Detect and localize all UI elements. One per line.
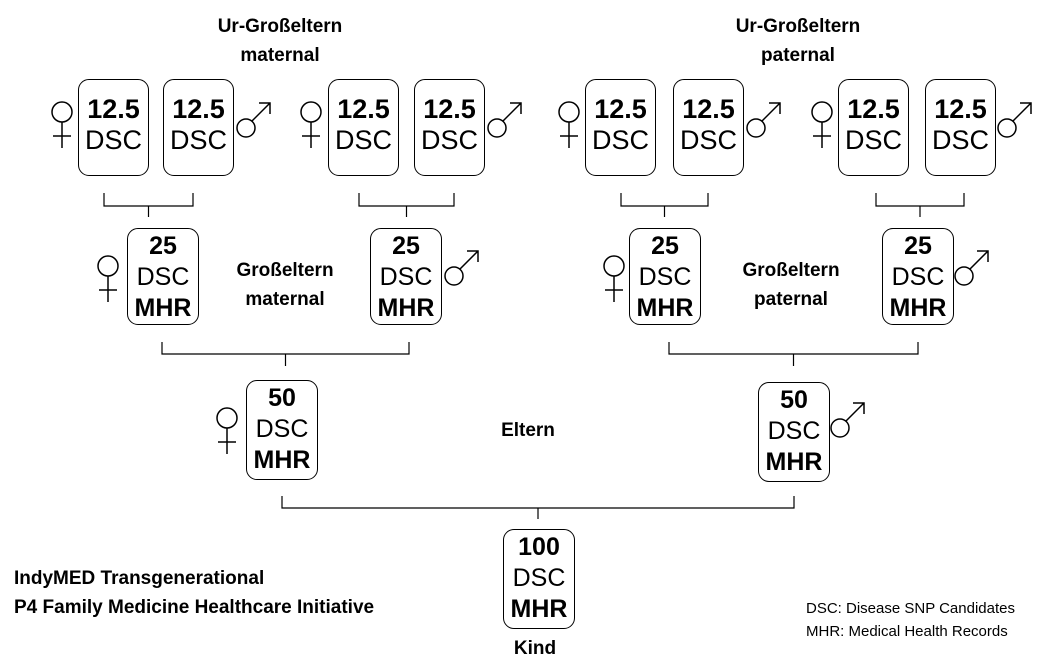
person-box-percent: 50 [268, 384, 296, 412]
parents-title: Eltern [501, 420, 555, 441]
female-symbol-icon [300, 101, 322, 148]
initiative-line-2: P4 Family Medicine Healthcare Initiative [14, 597, 375, 618]
person-box-mhr: MHR [134, 294, 192, 322]
female-symbol-icon [97, 255, 119, 302]
person-box-dsc: DSC [891, 263, 945, 291]
person-box-mhr: MHR [253, 446, 311, 474]
grandparents-maternal-title: Großeltern maternal [236, 260, 334, 310]
person-box-dsc: DSC [679, 125, 737, 155]
female-symbol-icon [558, 101, 580, 148]
person-box-percent: 12.5 [87, 94, 140, 124]
person-box-dsc: DSC [931, 125, 989, 155]
legend-dsc: DSC: Disease SNP Candidates [806, 600, 1015, 617]
legend-mhr: MHR: Medical Health Records [806, 623, 1008, 640]
person-box-mhr: MHR [377, 294, 435, 322]
male-symbol-icon [830, 402, 865, 438]
bracket-ggp-mat-left [103, 193, 194, 217]
person-box-dsc: DSC [591, 125, 649, 155]
person-box-percent: 100 [518, 533, 560, 561]
male-symbol-icon [487, 102, 522, 138]
person-box-percent: 12.5 [847, 94, 900, 124]
female-symbol-icon [216, 407, 238, 454]
bracket-ggp-pat-right [875, 193, 965, 217]
initiative-line-1: IndyMED Transgenerational [14, 568, 265, 589]
female-symbol-icon [51, 101, 73, 148]
child-title: Kind [513, 638, 557, 659]
bracket-ggp-mat-right [358, 193, 455, 217]
person-box-percent: 12.5 [594, 94, 647, 124]
male-symbol-icon [997, 102, 1032, 138]
person-box-dsc: DSC [844, 125, 902, 155]
person-box-percent: 12.5 [682, 94, 735, 124]
male-symbol-icon [746, 102, 781, 138]
person-box-dsc: DSC [512, 564, 566, 592]
bracket-gp-mat [161, 342, 410, 366]
male-symbol-icon [954, 250, 989, 286]
person-box-percent: 12.5 [337, 94, 390, 124]
person-box-mhr: MHR [636, 294, 694, 322]
person-box-percent: 12.5 [934, 94, 987, 124]
person-box-percent: 12.5 [172, 94, 225, 124]
person-box-dsc: DSC [420, 125, 478, 155]
great-grandparents-maternal-title: Ur-Großeltern maternal [217, 16, 343, 66]
person-box-dsc: DSC [638, 263, 692, 291]
person-box-percent: 25 [904, 232, 932, 260]
person-box-dsc: DSC [767, 417, 821, 445]
bracket-gp-pat [668, 342, 919, 366]
person-box-percent: 25 [392, 232, 420, 260]
male-symbol-icon [444, 250, 479, 286]
grandparents-paternal-title: Großeltern paternal [742, 260, 840, 310]
great-grandparents-paternal-title: Ur-Großeltern paternal [735, 16, 861, 66]
person-box-dsc: DSC [169, 125, 227, 155]
male-symbol-icon [236, 102, 271, 138]
person-box-percent: 25 [651, 232, 679, 260]
person-box-dsc: DSC [334, 125, 392, 155]
bracket-ggp-pat-left [620, 193, 709, 217]
person-box-mhr: MHR [510, 595, 568, 623]
bracket-parents [281, 496, 795, 519]
person-box-percent: 50 [780, 386, 808, 414]
person-box-dsc: DSC [379, 263, 433, 291]
person-box-percent: 12.5 [423, 94, 476, 124]
person-box-mhr: MHR [889, 294, 947, 322]
person-box-dsc: DSC [84, 125, 142, 155]
female-symbol-icon [811, 101, 833, 148]
person-box-percent: 25 [149, 232, 177, 260]
female-symbol-icon [603, 255, 625, 302]
person-box-dsc: DSC [136, 263, 190, 291]
person-box-dsc: DSC [255, 415, 309, 443]
person-box-mhr: MHR [765, 448, 823, 476]
